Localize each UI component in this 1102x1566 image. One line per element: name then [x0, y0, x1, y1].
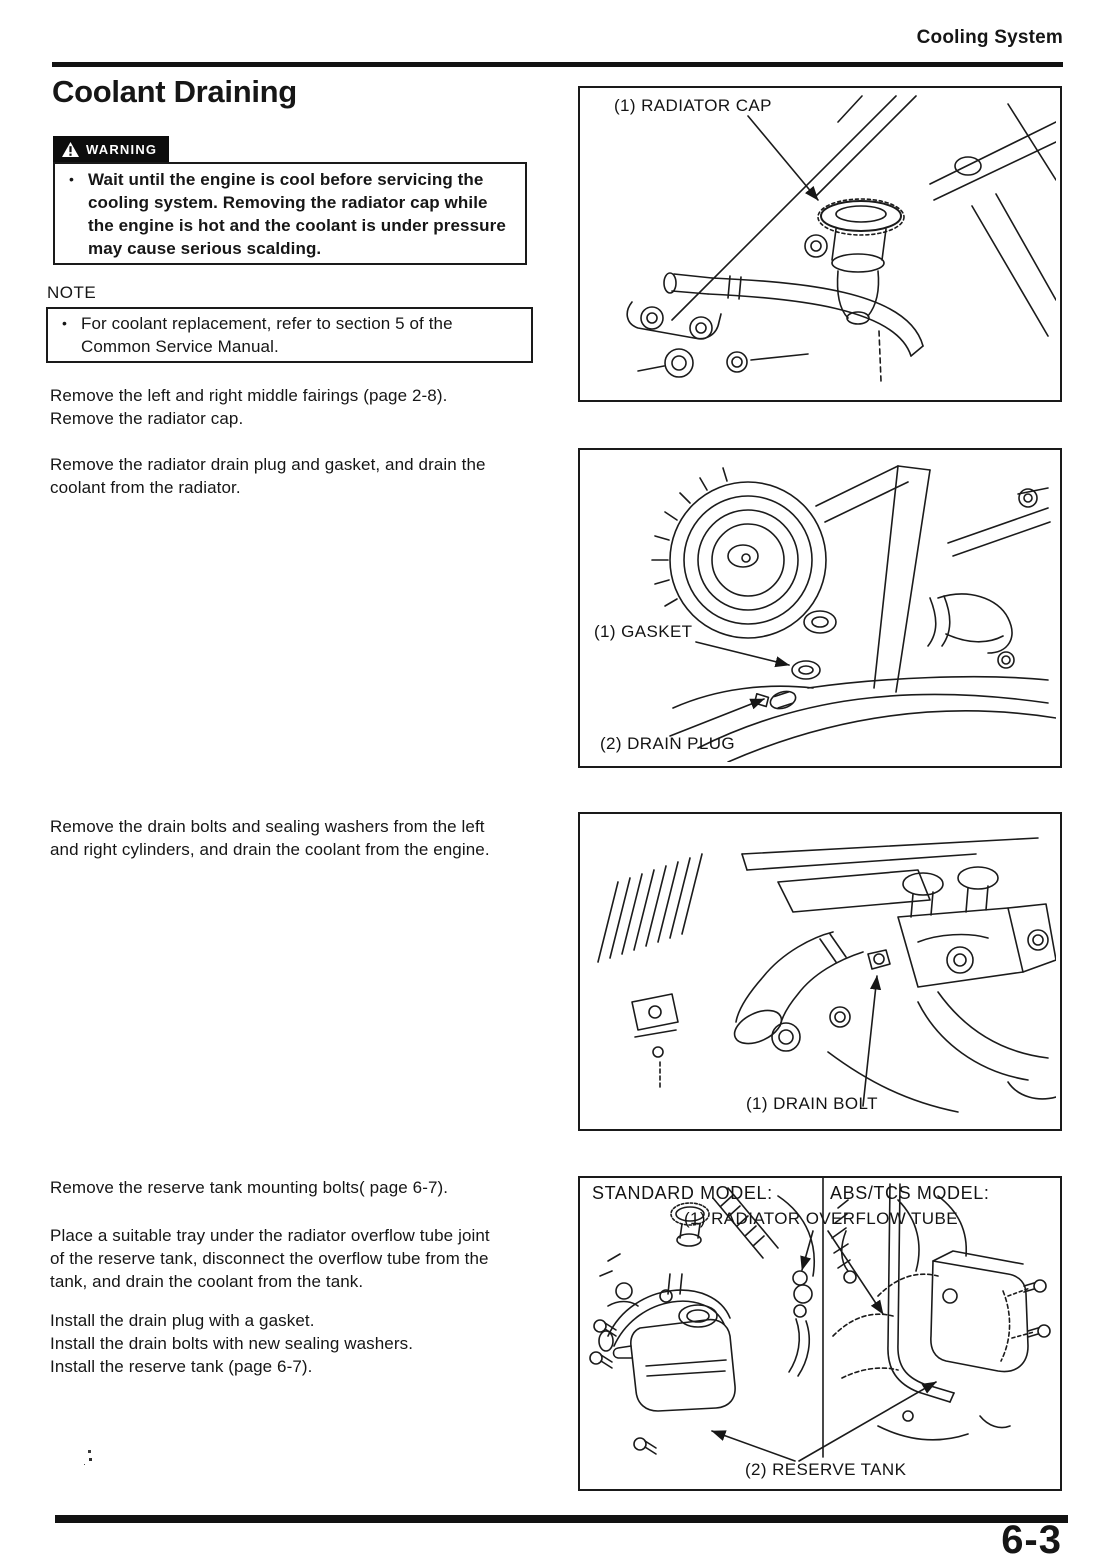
scan-artifact — [88, 1450, 91, 1453]
paragraph-remove-reserve-tank: Remove the reserve tank mounting bolts( … — [50, 1178, 449, 1197]
drain-plug-illustration — [651, 465, 1056, 762]
figure-radiator-cap: (1) RADIATOR CAP — [578, 86, 1062, 402]
warning-bullet: • — [69, 171, 74, 187]
paragraph-install-steps: Install the drain plug with a gasket. In… — [50, 1311, 414, 1376]
header-rule — [52, 62, 1063, 67]
note-text: For coolant replacement, refer to sectio… — [81, 314, 453, 356]
paragraph-remove-drain-plug: Remove the radiator drain plug and gaske… — [50, 455, 486, 497]
reserve-tank-illustration — [589, 1178, 1051, 1462]
page-number: 6-3 — [1001, 1518, 1062, 1562]
warning-badge: WARNING — [53, 136, 170, 162]
warning-box: • Wait until the engine is cool before s… — [53, 162, 527, 265]
figure-label-gasket: (1) GASKET — [594, 622, 693, 641]
figure-header-abs-tcs-model: ABS/TCS MODEL: — [830, 1183, 990, 1203]
note-heading: NOTE — [47, 283, 97, 302]
figure-label-drain-plug: (2) DRAIN PLUG — [600, 734, 736, 753]
warning-triangle-icon — [62, 141, 79, 157]
drain-bolt-illustration — [597, 837, 1056, 1113]
page-title: Coolant Draining — [52, 74, 297, 109]
figure-header-standard-model: STANDARD MODEL: — [592, 1183, 773, 1203]
paragraph-remove-drain-bolts: Remove the drain bolts and sealing washe… — [50, 817, 490, 859]
figure-drain-bolt: (1) DRAIN BOLT — [578, 812, 1062, 1131]
note-box: • For coolant replacement, refer to sect… — [46, 307, 533, 363]
warning-text: Wait until the engine is cool before ser… — [88, 170, 506, 258]
paragraph-remove-fairings: Remove the left and right middle fairing… — [50, 386, 448, 428]
figure-label-radiator-cap: (1) RADIATOR CAP — [614, 96, 772, 115]
figure-reserve-tank: STANDARD MODEL: ABS/TCS MODEL: (1) RADIA… — [578, 1176, 1062, 1491]
figure-label-overflow-tube: (1) RADIATOR OVERFLOW TUBE — [684, 1209, 958, 1228]
figure-label-drain-bolt: (1) DRAIN BOLT — [746, 1094, 878, 1113]
radiator-cap-illustration — [626, 95, 1056, 382]
paragraph-place-tray: Place a suitable tray under the radiator… — [50, 1226, 490, 1291]
section-header: Cooling System — [916, 27, 1063, 48]
figure-label-reserve-tank: (2) RESERVE TANK — [745, 1460, 907, 1479]
note-bullet: • — [62, 315, 67, 331]
footer-rule — [55, 1515, 1068, 1523]
warning-badge-label: WARNING — [86, 141, 158, 157]
figure-drain-plug: (1) GASKET (2) DRAIN PLUG — [578, 448, 1062, 768]
